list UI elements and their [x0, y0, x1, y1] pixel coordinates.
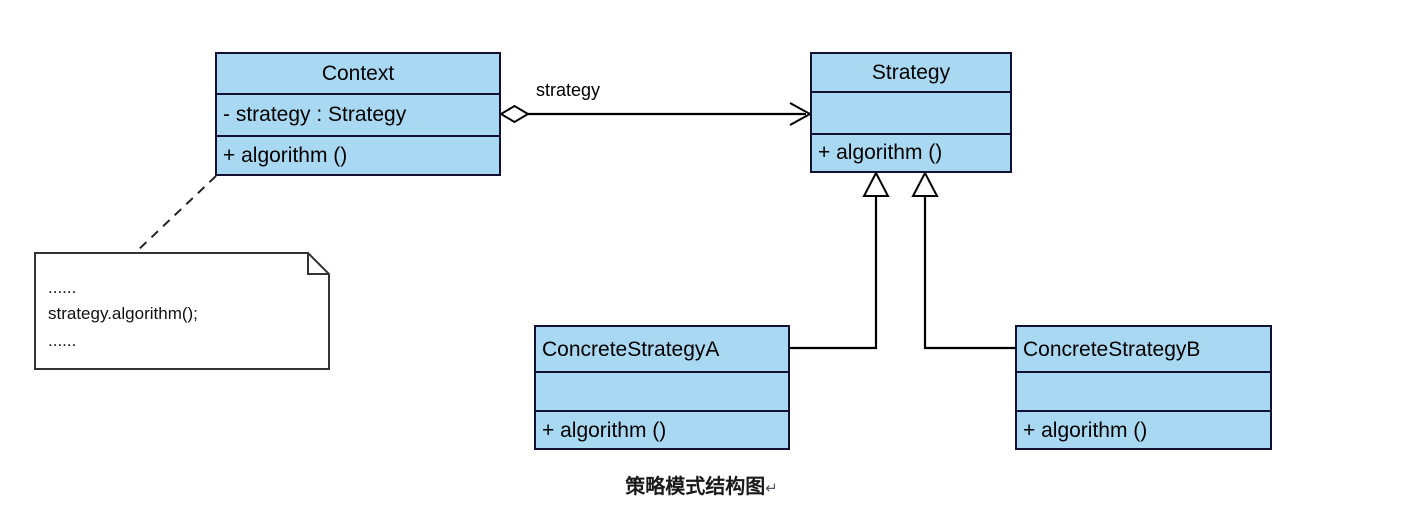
class-operation-context-algorithm: + algorithm ()	[217, 134, 499, 174]
class-box-concrete-strategy-b[interactable]: ConcreteStrategyB + algorithm ()	[1015, 325, 1272, 450]
generalization-a	[790, 170, 890, 350]
note-text: ...... strategy.algorithm(); ......	[48, 266, 320, 362]
generalization-b	[911, 170, 1015, 350]
generalization-b-path	[923, 196, 1015, 350]
class-name-strategy: Strategy	[871, 61, 951, 85]
class-operation-strategy-algorithm: + algorithm ()	[812, 132, 1010, 171]
generalization-a-path	[790, 196, 878, 350]
generalization-b-triangle	[911, 170, 939, 197]
note-line-3: ......	[48, 330, 77, 350]
class-name-concrete-strategy-a: ConcreteStrategyA	[542, 337, 720, 361]
paragraph-mark-icon: ↵	[765, 479, 778, 497]
aggregation-diamond	[499, 104, 530, 124]
class-box-context[interactable]: Context - strategy : Strategy + algorith…	[215, 52, 501, 176]
class-attributes-concrete-strategy-b-empty	[1017, 371, 1270, 410]
note-box-context[interactable]: ...... strategy.algorithm(); ......	[34, 252, 330, 370]
diagram-caption: 策略模式结构图↵	[0, 470, 1403, 499]
association-role-label-strategy: strategy	[536, 80, 601, 100]
class-name-concrete-strategy-b: ConcreteStrategyB	[1023, 337, 1201, 361]
class-attributes-strategy-empty	[812, 91, 1010, 132]
note-line-1: ......	[48, 277, 77, 297]
class-attribute-context-strategy: - strategy : Strategy	[217, 93, 499, 134]
note-outline	[34, 252, 330, 370]
note-shape	[34, 252, 330, 370]
note-folded-corner	[307, 253, 329, 275]
class-operation-concrete-strategy-a-algorithm: + algorithm ()	[536, 410, 788, 448]
class-box-strategy[interactable]: Strategy + algorithm ()	[810, 52, 1012, 173]
aggregation-open-arrowhead	[789, 102, 813, 126]
diagram-caption-text: 策略模式结构图	[625, 474, 766, 498]
class-name-context: Context	[321, 62, 395, 86]
note-line-2: strategy.algorithm();	[48, 304, 198, 324]
note-anchor-dashed-line	[135, 175, 217, 253]
aggregation-context-strategy	[499, 102, 813, 126]
class-box-concrete-strategy-a[interactable]: ConcreteStrategyA + algorithm ()	[534, 325, 790, 450]
class-attributes-concrete-strategy-a-empty	[536, 371, 788, 410]
generalization-a-triangle	[862, 170, 890, 197]
class-operation-concrete-strategy-b-algorithm: + algorithm ()	[1017, 410, 1270, 448]
